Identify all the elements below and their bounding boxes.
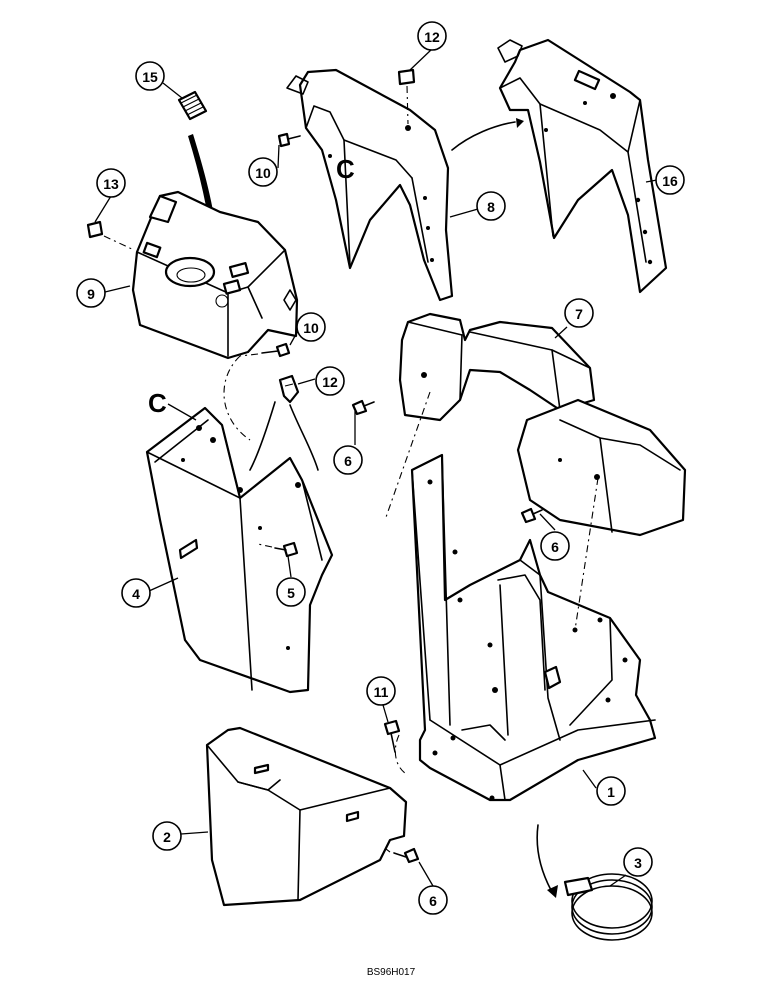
drawing-code: BS96H017 xyxy=(367,967,416,978)
callout-2: 2 xyxy=(152,821,182,851)
svg-text:4: 4 xyxy=(132,586,140,602)
part-12-plug-left xyxy=(86,220,135,251)
part-6-bolt-right xyxy=(520,507,543,524)
callout-12: 12 xyxy=(417,21,447,51)
arrowhead-icon xyxy=(516,118,524,128)
callout-11: 11 xyxy=(366,676,396,706)
callout-9: 9 xyxy=(76,278,106,308)
callout-1: 1 xyxy=(596,776,626,806)
svg-text:15: 15 xyxy=(142,69,158,85)
connection-marker-c: C xyxy=(148,388,167,418)
svg-text:6: 6 xyxy=(551,539,559,555)
callout-8: 8 xyxy=(476,191,506,221)
arrow-1-to-3 xyxy=(536,824,553,893)
part-16-console-shield-alternate xyxy=(497,38,668,294)
callout-10: 10 xyxy=(248,157,278,187)
part-7-upper-frame xyxy=(398,312,687,537)
svg-text:16: 16 xyxy=(662,173,678,189)
wire xyxy=(249,401,276,471)
svg-text:12: 12 xyxy=(424,29,440,45)
part-8-console-shield xyxy=(286,68,454,302)
svg-text:10: 10 xyxy=(303,320,319,336)
callout-6: 6 xyxy=(418,885,448,915)
arrow-8-to-16 xyxy=(451,121,516,151)
callout-7: 7 xyxy=(564,298,594,328)
callout-6: 6 xyxy=(333,445,363,475)
svg-text:13: 13 xyxy=(103,176,119,192)
part-6-bolt-left xyxy=(351,399,375,416)
assembly-line xyxy=(394,734,409,776)
svg-text:3: 3 xyxy=(634,855,642,871)
callout-10: 10 xyxy=(296,312,326,342)
routing-line xyxy=(223,355,251,441)
callout-4: 4 xyxy=(121,578,151,608)
part-10-bolt-upper xyxy=(277,132,301,148)
svg-text:12: 12 xyxy=(322,374,338,390)
svg-text:6: 6 xyxy=(429,893,437,909)
connection-marker-c: C xyxy=(336,154,355,184)
part-5-bolt xyxy=(257,541,299,558)
svg-text:8: 8 xyxy=(487,199,495,215)
svg-text:5: 5 xyxy=(287,585,295,601)
part-2-lower-cover xyxy=(205,726,408,907)
arrowhead-icon xyxy=(547,885,558,898)
callout-13: 15 xyxy=(135,61,165,91)
callout-6: 6 xyxy=(540,531,570,561)
svg-text:9: 9 xyxy=(87,286,95,302)
callout-3: 3 xyxy=(623,847,653,877)
assembly-line xyxy=(384,391,431,521)
svg-text:2: 2 xyxy=(163,829,171,845)
wire xyxy=(289,404,319,471)
part-9-fuel-tank xyxy=(131,190,299,360)
svg-text:1: 1 xyxy=(607,784,615,800)
part-11-bolt xyxy=(383,719,401,753)
part-4-left-pedestal xyxy=(145,406,334,694)
svg-text:10: 10 xyxy=(255,165,271,181)
part-3-hose-clamp xyxy=(563,873,653,941)
part-15-clip xyxy=(278,374,300,404)
part-12-plug-top xyxy=(397,68,416,125)
part-10-bolt-lower xyxy=(239,342,291,358)
part-1-base-frame xyxy=(410,453,657,802)
callout-12: 13 xyxy=(96,168,126,198)
svg-text:6: 6 xyxy=(344,453,352,469)
svg-text:11: 11 xyxy=(374,684,389,700)
svg-text:7: 7 xyxy=(575,306,583,322)
callout-16: 16 xyxy=(655,165,685,195)
callout-15: 12 xyxy=(315,366,345,396)
callout-5: 5 xyxy=(276,577,306,607)
